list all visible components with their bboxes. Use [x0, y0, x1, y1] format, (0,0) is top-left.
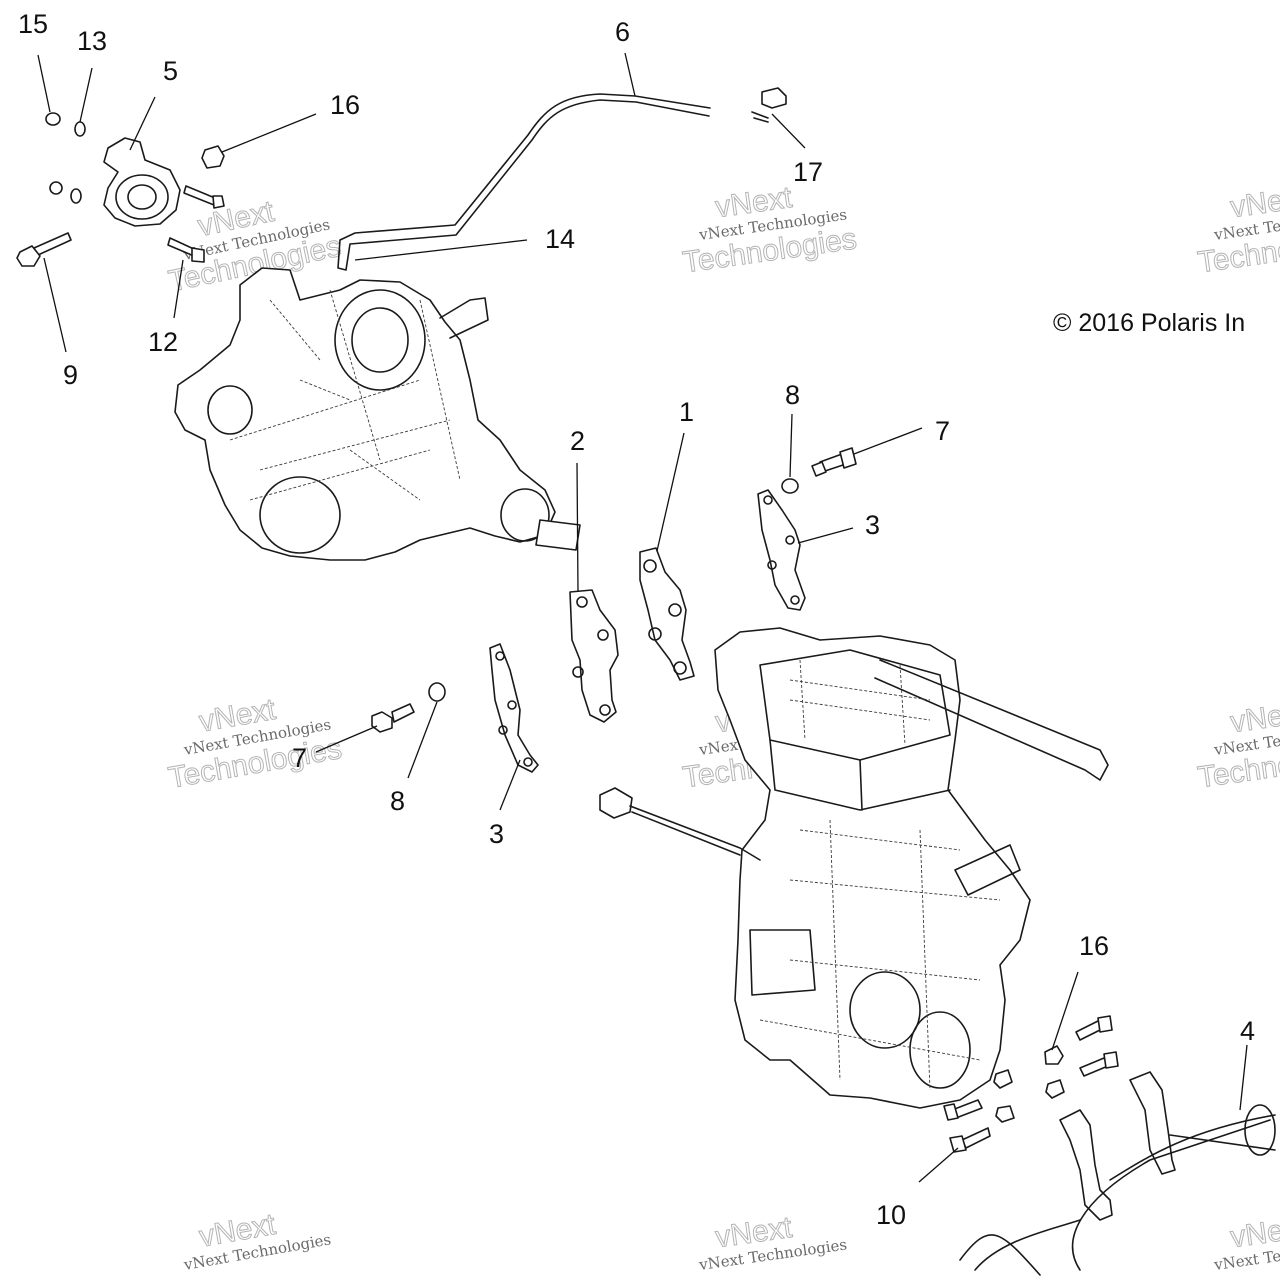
- watermark: vNext vNext Technologies: [182, 1207, 333, 1274]
- callout-label: 15: [18, 9, 48, 39]
- watermark: vNext vNext Technologies Technologies: [1195, 180, 1280, 280]
- leader-lines: [37, 52, 1248, 1183]
- watermark: vNext vNext Technologies: [1212, 1210, 1280, 1274]
- callout-label: 3: [865, 510, 880, 540]
- watermark: vNext vNext Technologies Technologies: [680, 180, 859, 280]
- callout-label: 3: [489, 819, 504, 849]
- callout-label: 16: [1079, 931, 1109, 961]
- callout-label: 17: [793, 157, 823, 187]
- callout-label: 4: [1240, 1016, 1255, 1046]
- watermark: vNext vNext Technologies Technologies: [165, 692, 344, 795]
- part-cable: [337, 93, 711, 271]
- hardware-group-top-left: [16, 112, 225, 267]
- callout-label: 2: [570, 426, 585, 456]
- callout-label: 12: [148, 327, 178, 357]
- callout-label: 7: [935, 416, 950, 446]
- part-clip: [751, 87, 787, 123]
- part-bracket-plate-3-lower: [489, 643, 539, 773]
- part-engine: [714, 627, 1109, 1109]
- copyright-notice: © 2016 Polaris In: [1053, 309, 1245, 337]
- callout-label: 5: [163, 56, 178, 86]
- hardware-group-lower: [943, 1015, 1119, 1153]
- watermark: vNext vNext Technologies: [697, 1210, 848, 1274]
- watermark: vNext vNext Technologies Technologies: [1195, 695, 1280, 795]
- part-bracket-plate-2: [569, 589, 619, 723]
- hardware-group-mid: [371, 447, 857, 733]
- callout-label: 10: [876, 1200, 906, 1230]
- part-transmission: [174, 267, 581, 561]
- part-sensor: [103, 137, 181, 227]
- callout-label: 9: [63, 360, 78, 390]
- callout-label: 8: [390, 786, 405, 816]
- callout-label: 14: [545, 224, 575, 254]
- callout-label: 13: [77, 26, 107, 56]
- part-frame-mount: [959, 1071, 1276, 1276]
- callout-label: 1: [679, 397, 694, 427]
- part-bracket-plate-1: [639, 547, 695, 681]
- callout-labels: 15 13 5 16 6 17 14 12 9 2 1 8 7 3 7 8 3 …: [18, 9, 1255, 1230]
- callout-label: 16: [330, 90, 360, 120]
- part-bracket-plate-3-upper: [757, 489, 806, 611]
- callout-label: 8: [785, 380, 800, 410]
- callout-label: 6: [615, 17, 630, 47]
- callout-label: 7: [292, 743, 307, 773]
- part-sensor-harness: [599, 787, 761, 861]
